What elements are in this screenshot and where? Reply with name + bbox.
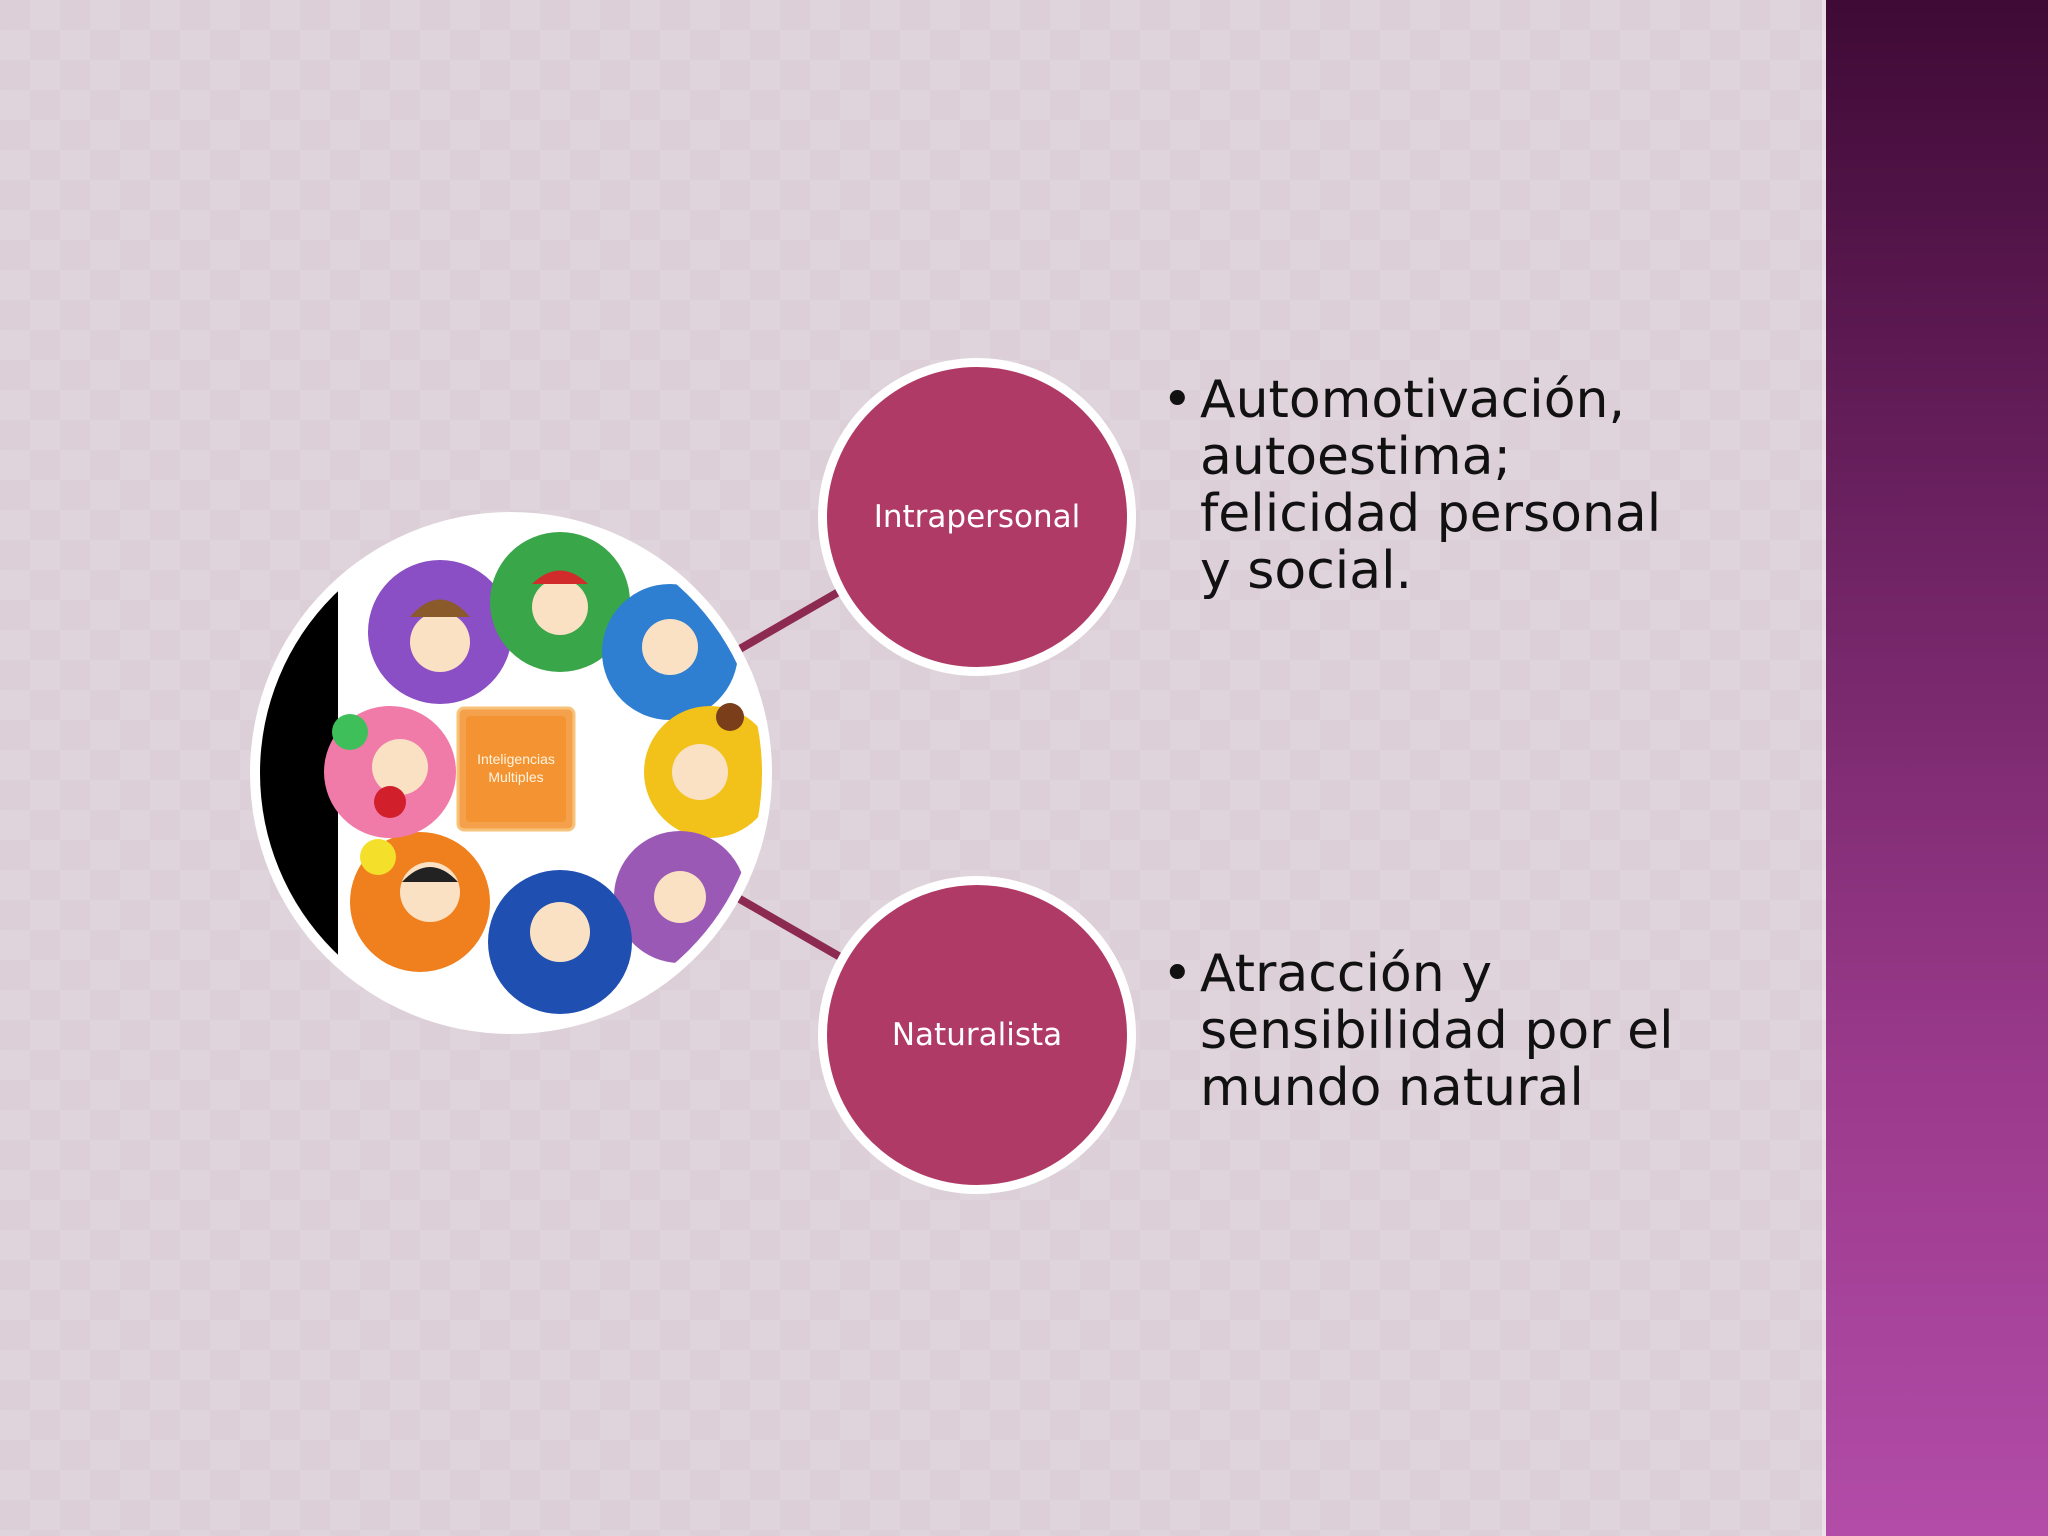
side-band-edge: [1822, 0, 1826, 1536]
connector-naturalista: [736, 894, 844, 962]
node-intrapersonal: Intrapersonal: [818, 358, 1136, 676]
picture-center-label: Inteligencias Multiples: [477, 751, 555, 785]
node-intrapersonal-label: Intrapersonal: [873, 499, 1081, 535]
connector-intrapersonal: [736, 586, 844, 654]
central-picture-frame: Inteligencias Multiples: [250, 512, 772, 1034]
bullet-naturalista: • Atracción y sensibilidad por el mundo …: [1162, 946, 1682, 1117]
bullet-intrapersonal: • Automotivación, autoestima; felicidad …: [1162, 372, 1682, 600]
bullet-naturalista-text: Atracción y sensibilidad por el mundo na…: [1200, 944, 1674, 1118]
node-naturalista: Naturalista: [818, 876, 1136, 1194]
bullet-intrapersonal-text: Automotivación, autoestima; felicidad pe…: [1200, 370, 1662, 601]
central-picture: Inteligencias Multiples: [260, 522, 762, 1024]
bullet-dot-icon: •: [1162, 944, 1193, 1004]
children-illustration-icon: [260, 522, 762, 1024]
decorative-side-band: [1826, 0, 2048, 1536]
node-naturalista-label: Naturalista: [891, 1017, 1063, 1053]
bullet-dot-icon: •: [1162, 370, 1193, 430]
